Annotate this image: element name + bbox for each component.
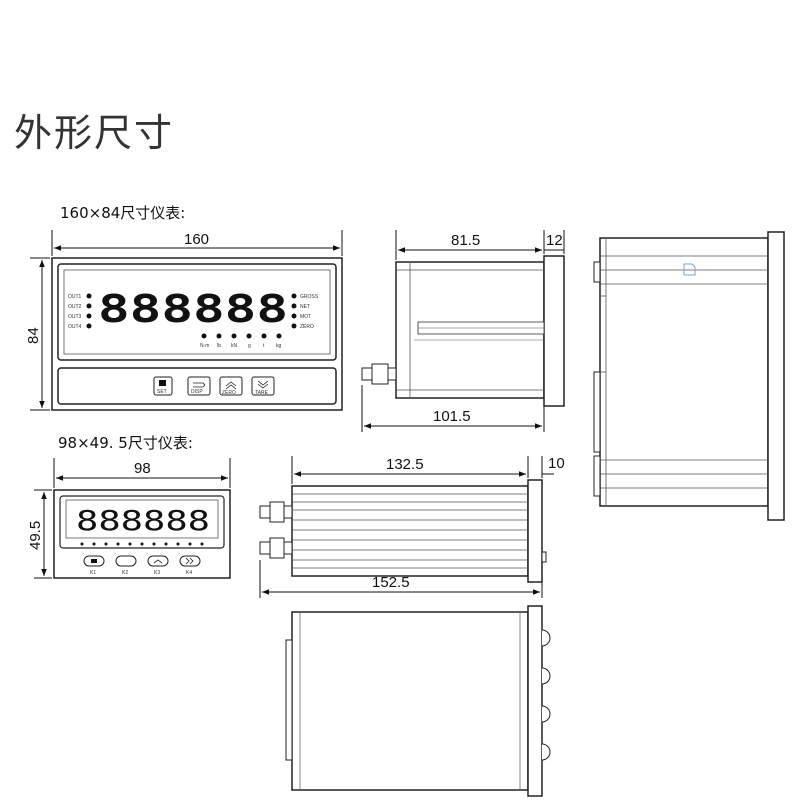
svg-text:N·m: N·m (200, 343, 209, 349)
svg-text:132.5: 132.5 (386, 456, 424, 473)
small-keys: K1 K2 K3 K4 (83, 555, 201, 576)
svg-text:K4: K4 (186, 570, 192, 576)
small-leds (80, 542, 204, 546)
svg-text:84: 84 (25, 327, 42, 344)
dim-132-5: 132.5 10 (291, 455, 565, 484)
large-unit-leds: N·m lb kN g t kg (200, 333, 282, 349)
small-digit-display: 888888 (76, 504, 210, 537)
svg-text:152.5: 152.5 (372, 574, 410, 591)
dim-101-5: 101.5 (361, 385, 545, 432)
svg-text:10: 10 (548, 455, 565, 472)
bottom-view (285, 605, 551, 797)
svg-text:kN: kN (231, 343, 238, 349)
svg-text:t: t (263, 343, 265, 349)
svg-text:ZERO: ZERO (222, 390, 236, 396)
svg-text:lb: lb (217, 343, 221, 349)
large-left-leds: OUT1 OUT2 OUT3 OUT4 (68, 293, 92, 330)
large-digit-display: 888888 (98, 287, 288, 331)
svg-text:160: 160 (184, 231, 209, 248)
svg-text:98: 98 (134, 460, 151, 477)
svg-text:K1: K1 (90, 570, 96, 576)
page-title: 外形尺寸 (14, 111, 175, 155)
dim-98: 98 (53, 458, 231, 488)
svg-text:kg: kg (276, 343, 282, 349)
large-right-leds: GROSS NET MOT ZERO (291, 293, 319, 330)
svg-text:101.5: 101.5 (433, 408, 471, 425)
small-front-panel: 888888 K1 K2 K3 K4 (53, 489, 231, 579)
svg-text:K3: K3 (154, 570, 160, 576)
svg-text:MOT: MOT (300, 314, 311, 320)
svg-text:SET: SET (157, 389, 167, 395)
dim-81-5: 81.5 12 (395, 230, 565, 260)
small-side-view (259, 479, 547, 583)
svg-text:OUT2: OUT2 (68, 304, 82, 310)
caption-98x49-5: 98×49. 5尺寸仪表: (58, 434, 193, 452)
large-side-view (361, 255, 565, 407)
svg-text:ZERO: ZERO (300, 324, 314, 330)
large-front-panel: 888888 OUT1 OUT2 OUT3 OUT4 GROSS NET MOT… (51, 257, 343, 411)
svg-text:g: g (248, 343, 251, 349)
svg-text:OUT1: OUT1 (68, 294, 82, 300)
svg-text:NET: NET (300, 304, 310, 310)
svg-text:OUT4: OUT4 (68, 324, 82, 330)
svg-text:TARE: TARE (255, 390, 269, 396)
svg-text:OUT3: OUT3 (68, 314, 82, 320)
svg-text:49.5: 49.5 (27, 521, 44, 550)
svg-text:12: 12 (546, 232, 563, 249)
right-side-view (593, 231, 785, 521)
svg-text:K2: K2 (122, 570, 128, 576)
dim-152-5: 152.5 (259, 560, 543, 598)
dim-84: 84 (25, 257, 50, 411)
large-keys: SET DISP ZERO TARE (153, 376, 275, 396)
svg-text:81.5: 81.5 (451, 232, 480, 249)
svg-text:GROSS: GROSS (300, 294, 319, 300)
svg-text:DISP: DISP (191, 389, 203, 395)
dim-160: 160 (51, 230, 343, 256)
dim-49-5: 49.5 (27, 489, 52, 579)
caption-160x84: 160×84尺寸仪表: (60, 204, 186, 222)
